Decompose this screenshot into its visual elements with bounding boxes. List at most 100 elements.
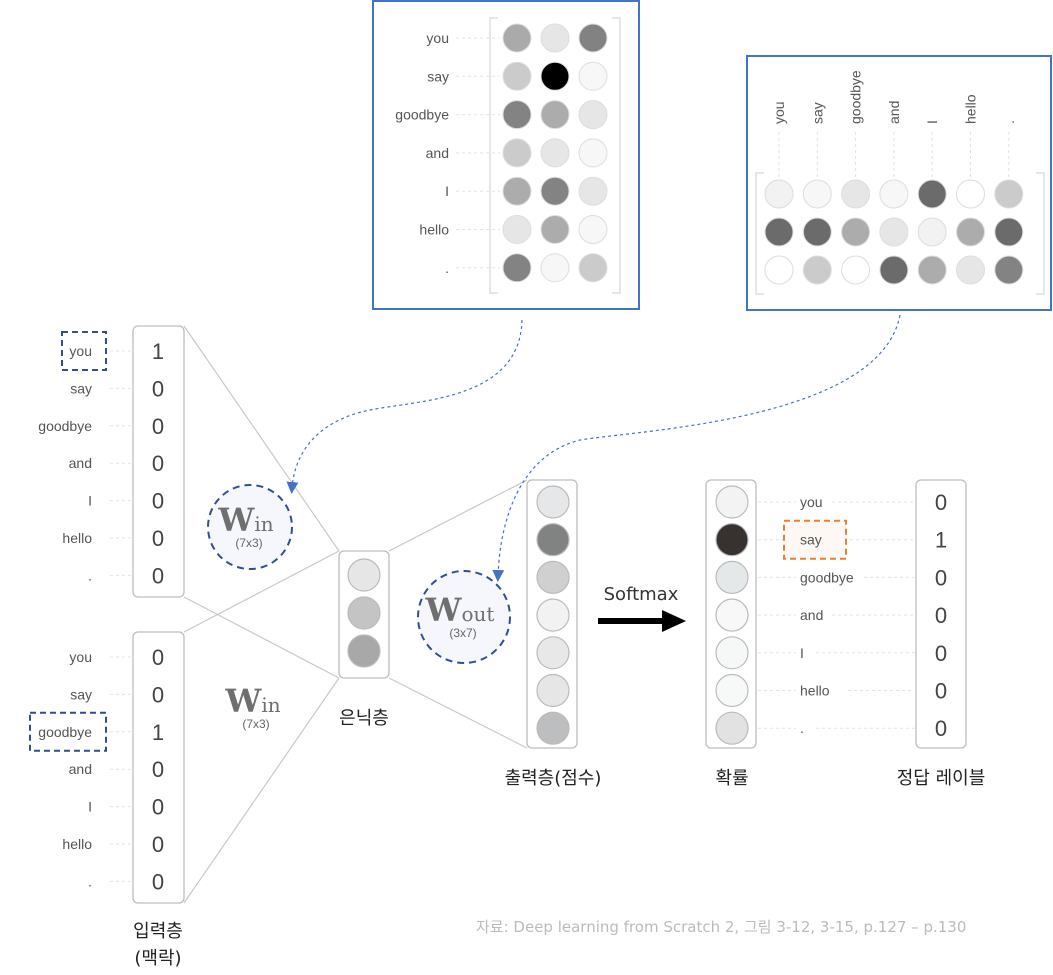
answer-value: 0 <box>935 716 947 741</box>
answer-value: 0 <box>935 603 947 628</box>
output-layer-neuron <box>536 485 570 519</box>
matrix-col-word: and <box>886 101 902 124</box>
probability-label: 확률 <box>715 768 748 789</box>
w-out-weight <box>802 255 832 285</box>
probability-neuron <box>715 560 749 595</box>
vocab-word: I <box>88 493 92 509</box>
w-in-weight <box>540 61 570 91</box>
weight-subscript: in <box>261 693 280 717</box>
target-vocab-word: . <box>800 720 804 736</box>
one-hot-value: 0 <box>152 563 164 588</box>
w-in-weight <box>540 23 570 53</box>
answer-value: 0 <box>935 641 947 666</box>
input-layer-label-sub: (맥락) <box>134 948 181 969</box>
w-in-weight <box>540 176 570 206</box>
matrix-row-word: say <box>427 68 449 84</box>
projection-line <box>388 479 528 552</box>
one-hot-value: 0 <box>152 414 164 439</box>
vocab-word: you <box>69 343 92 359</box>
probability-neuron <box>715 485 749 519</box>
matrix-col-word: I <box>924 120 940 124</box>
answer-label-box <box>915 479 967 749</box>
one-hot-value: 0 <box>152 795 164 820</box>
w-in-weight <box>540 100 570 130</box>
w-out-weight <box>917 255 947 285</box>
matrix-bracket <box>489 17 621 294</box>
matrix-row-word: goodbye <box>395 107 449 123</box>
context-word-highlight <box>29 711 107 752</box>
w-out-weight <box>994 179 1024 209</box>
one-hot-value: 0 <box>152 451 164 476</box>
vocab-word: and <box>69 455 92 471</box>
w-out-weight <box>917 179 947 209</box>
w-out-weight <box>879 255 909 285</box>
w-out-weight <box>764 179 794 209</box>
vocab-word: goodbye <box>38 418 92 434</box>
probability-neuron <box>715 523 749 557</box>
w-in-weight <box>578 100 608 130</box>
input-vector-context-1 <box>132 325 185 598</box>
weight-subscript: out <box>461 602 494 626</box>
probability-neuron <box>715 598 749 632</box>
probability-neuron <box>715 711 749 745</box>
w-out-weight <box>764 255 794 285</box>
target-word-highlight <box>783 519 847 560</box>
hidden-neuron <box>347 634 381 668</box>
one-hot-value: 0 <box>152 526 164 551</box>
answer-value: 1 <box>935 528 947 553</box>
vector-box <box>132 631 185 904</box>
w-out-weight <box>917 217 947 247</box>
w-in-weight <box>502 61 532 91</box>
w-out-weight <box>956 217 985 247</box>
w-in-circle <box>207 484 293 570</box>
one-hot-value: 1 <box>152 720 164 745</box>
one-hot-value: 0 <box>152 682 164 707</box>
vocab-word: . <box>88 873 92 889</box>
one-hot-value: 0 <box>152 645 164 670</box>
output-layer-neuron <box>536 560 570 595</box>
matrix-col-word: you <box>771 101 787 124</box>
answer-label-title: 정답 레이블 <box>897 768 986 789</box>
w-out-weight <box>841 217 871 247</box>
matrix-row-word: I <box>445 183 449 199</box>
w-in-plain-symbol: Win <box>224 682 280 720</box>
matrix-row-word: hello <box>419 222 449 238</box>
w-in-pointer-arrow <box>286 319 523 494</box>
w-out-pointer-arrow <box>492 314 901 582</box>
weight-symbol: W <box>425 591 463 629</box>
vocab-word: goodbye <box>38 724 92 740</box>
w-in-weight <box>540 215 570 244</box>
projection-line <box>183 550 340 633</box>
matrix-col-word: hello <box>963 94 979 124</box>
w-out-shape: (3x7) <box>449 626 476 640</box>
output-layer-neuron <box>536 636 570 670</box>
w-out-circle <box>417 570 511 664</box>
matrix-row-word: . <box>445 260 449 276</box>
w-out-weight <box>994 217 1024 247</box>
w-in-weight <box>540 138 570 168</box>
vocab-word: you <box>69 649 92 665</box>
matrix-row-word: and <box>426 145 449 161</box>
w-out-weight <box>994 255 1024 285</box>
input-vector-context-2 <box>132 631 185 904</box>
projection-line <box>388 677 528 749</box>
matrix-col-word: say <box>809 102 825 124</box>
source-caption: 자료: Deep learning from Scratch 2, 그림 3-1… <box>476 918 966 936</box>
w-in-weight <box>578 176 608 206</box>
one-hot-value: 0 <box>152 832 164 857</box>
vocab-word: hello <box>62 530 92 546</box>
one-hot-value: 0 <box>152 376 164 401</box>
vocab-word: . <box>88 567 92 583</box>
w-out-weight <box>879 179 909 209</box>
softmax-label: Softmax <box>604 584 679 605</box>
w-in-weight <box>502 138 532 168</box>
one-hot-value: 0 <box>152 489 164 514</box>
w-out-symbol: Wout <box>425 591 495 629</box>
w-in-weight <box>502 100 532 130</box>
target-vocab-word: say <box>800 532 822 548</box>
projection-line <box>183 677 340 904</box>
answer-value: 0 <box>935 490 947 515</box>
w-out-weight <box>879 217 909 247</box>
matrix-row-word: you <box>426 30 449 46</box>
w-in-symbol: Win <box>217 501 273 539</box>
